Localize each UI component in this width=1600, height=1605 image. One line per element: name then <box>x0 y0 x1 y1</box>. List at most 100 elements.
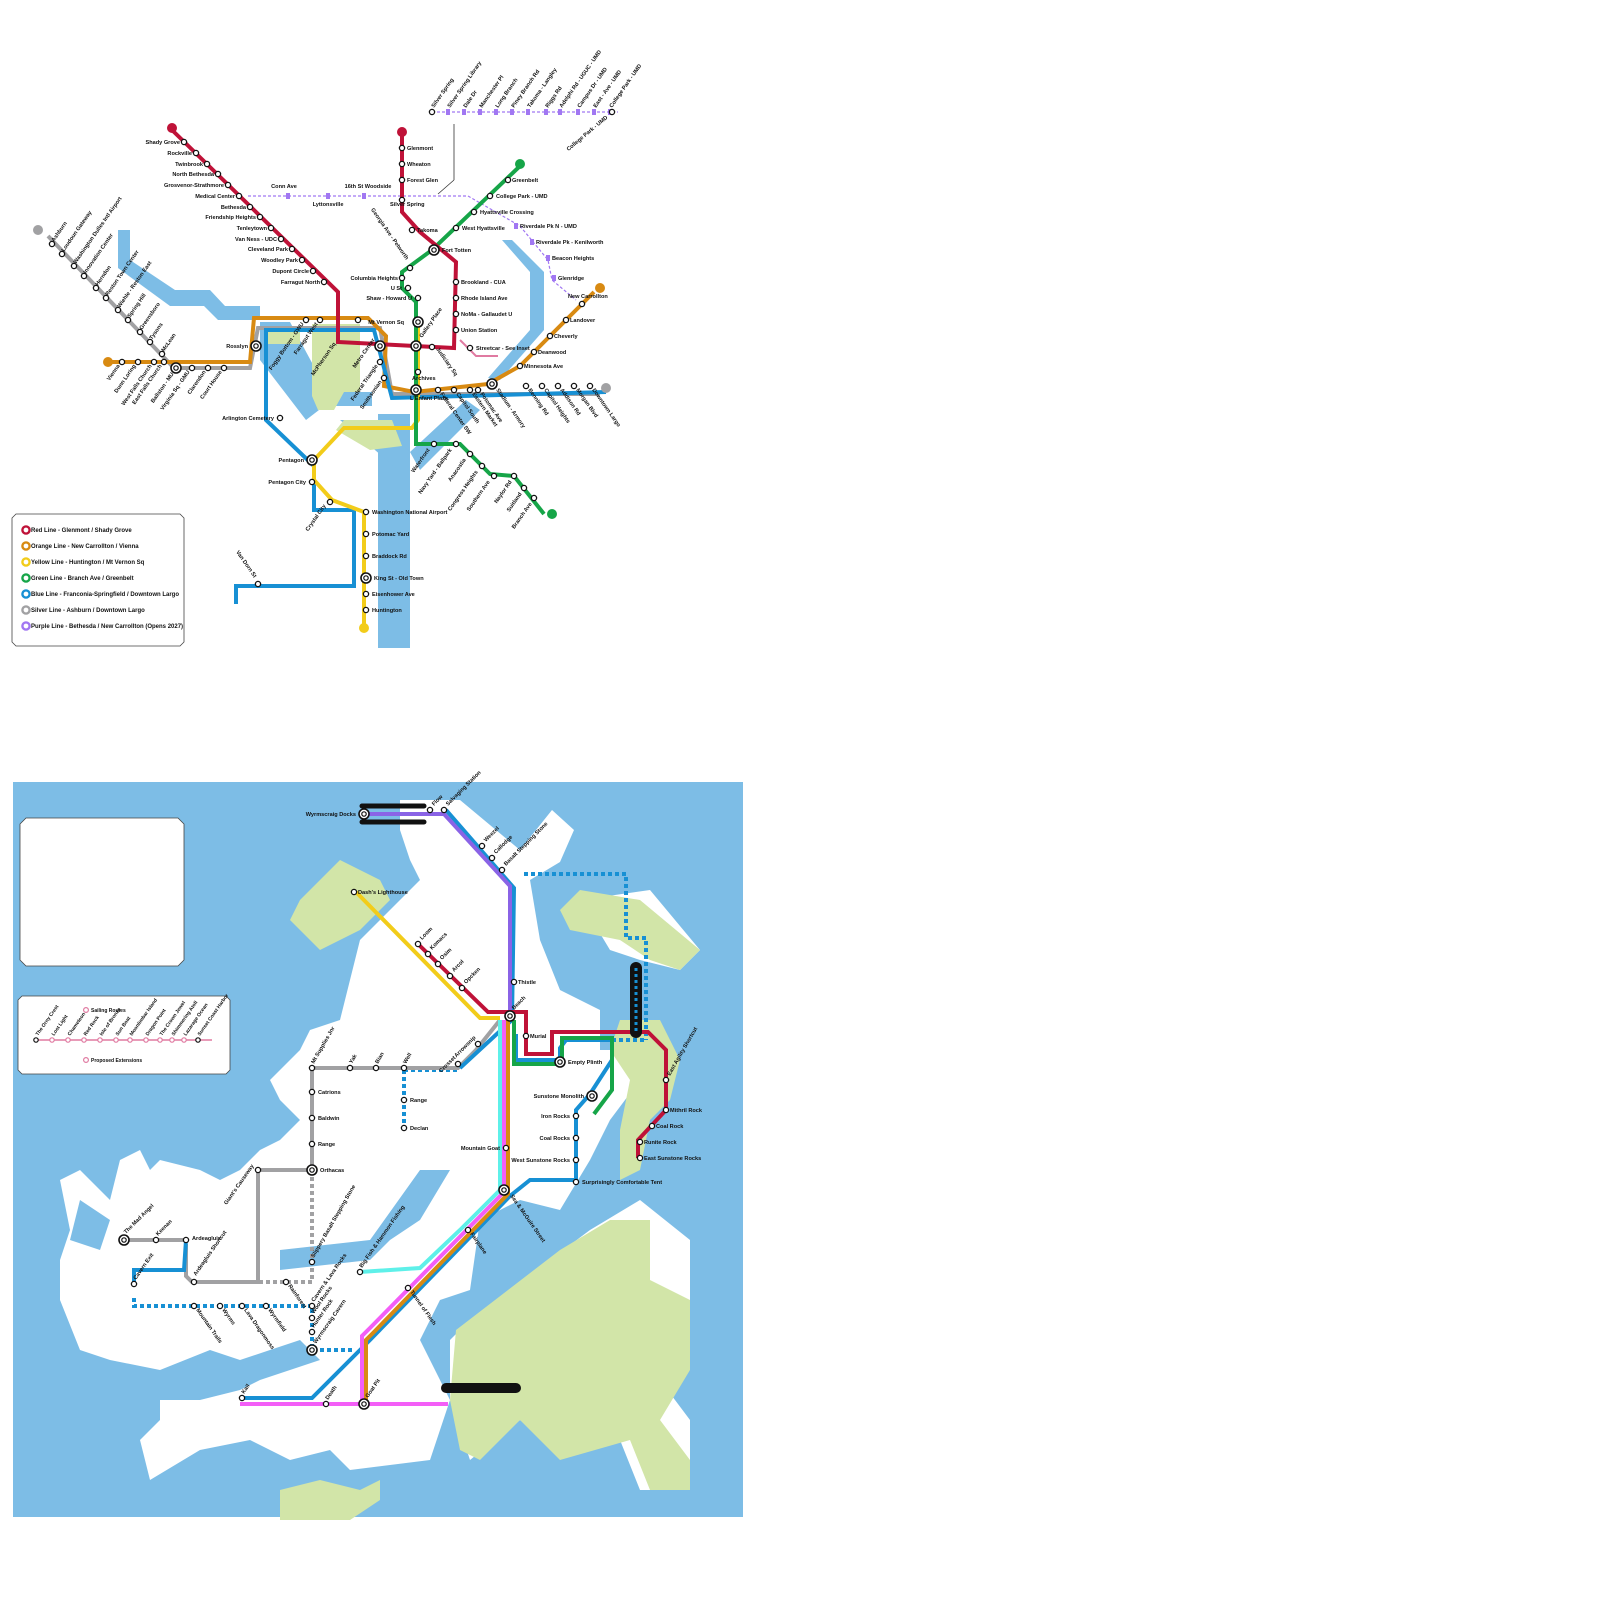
purple-station-tick[interactable] <box>558 109 562 115</box>
station-medical-center[interactable] <box>235 192 243 200</box>
station-morgan-blvd[interactable] <box>570 382 578 390</box>
station-cavern-lava-rocks[interactable] <box>308 1302 316 1310</box>
station-loudoun-gateway[interactable] <box>58 250 66 258</box>
station-declan[interactable] <box>400 1124 408 1132</box>
station-rhode-island-ave[interactable] <box>452 294 460 302</box>
station-dash-s-lighthouse[interactable] <box>350 888 358 896</box>
station-wyrmfield[interactable] <box>262 1302 270 1310</box>
purple-station-tick[interactable] <box>592 109 596 115</box>
station-downtown-largo[interactable] <box>586 382 594 390</box>
station-cleveland-park[interactable] <box>288 245 296 253</box>
station-columbia-heights[interactable] <box>398 274 406 282</box>
station-georgia-ave-petworth[interactable] <box>406 264 414 272</box>
station-well[interactable] <box>400 1064 408 1072</box>
station-brookland-cua[interactable] <box>452 278 460 286</box>
purple-station-tick[interactable] <box>544 109 548 115</box>
station-arrowsnip[interactable] <box>474 1040 482 1048</box>
station-waterfront[interactable] <box>430 440 438 448</box>
station-runite-rock[interactable] <box>636 1138 644 1146</box>
purple-station-tick[interactable] <box>286 193 290 199</box>
station-komacs[interactable] <box>424 950 432 958</box>
station-mithril-rock[interactable] <box>662 1106 670 1114</box>
station-death[interactable] <box>322 1400 330 1408</box>
station-osim[interactable] <box>434 960 442 968</box>
station-wyrms[interactable] <box>216 1302 224 1310</box>
station-court-house[interactable] <box>220 364 228 372</box>
station-foggy-bottom-gwu[interactable] <box>302 316 310 324</box>
station-branch-ave[interactable] <box>530 494 538 502</box>
station-federal-triangle[interactable] <box>376 358 384 366</box>
station-farragut-west[interactable] <box>316 316 324 324</box>
station-takoma[interactable] <box>408 226 416 234</box>
station-dunn-loring[interactable] <box>134 358 142 366</box>
station-reston-town-center[interactable] <box>102 294 110 302</box>
purple-station-tick[interactable] <box>446 109 450 115</box>
station-grosvenor-strathmore[interactable] <box>224 181 232 189</box>
purple-station-tick[interactable] <box>510 109 514 115</box>
purple-station-tick[interactable] <box>494 109 498 115</box>
station-ashburn[interactable] <box>48 240 56 248</box>
station-mountain-goat[interactable] <box>502 1144 510 1152</box>
station-capitol-south[interactable] <box>450 386 458 394</box>
station-pentagon-city[interactable] <box>308 478 316 486</box>
station-minnesota-ave[interactable] <box>516 362 524 370</box>
station-baldwin[interactable] <box>308 1114 316 1122</box>
station-coal-rocks[interactable] <box>572 1134 580 1142</box>
station-bethesda[interactable] <box>246 203 254 211</box>
station-herndon[interactable] <box>92 284 100 292</box>
purple-station-tick[interactable] <box>326 193 330 199</box>
station-eisenhower-ave[interactable] <box>362 590 370 598</box>
station-weezel[interactable] <box>478 842 486 850</box>
station-flow[interactable] <box>426 806 434 814</box>
station-tunnel-of-flesh[interactable] <box>404 1284 412 1292</box>
station-congress-heights[interactable] <box>478 462 486 470</box>
station-ardeagluis[interactable] <box>182 1236 190 1244</box>
station-u-st[interactable] <box>404 284 412 292</box>
station-silver-spring[interactable] <box>398 196 406 204</box>
station-coal-rock[interactable] <box>648 1122 656 1130</box>
station-kail[interactable] <box>238 1394 246 1402</box>
purple-station-tick[interactable] <box>462 109 466 115</box>
station-mcpherson-sq[interactable] <box>354 316 362 324</box>
station-tenleytown[interactable] <box>267 224 275 232</box>
station-iron-rocks[interactable] <box>572 1112 580 1120</box>
station-opcken[interactable] <box>458 984 466 992</box>
station-crosset[interactable] <box>454 1060 462 1068</box>
station-wool-rocks[interactable] <box>308 1314 316 1322</box>
station-twinbrook[interactable] <box>203 160 211 168</box>
station-van-ness-udc[interactable] <box>277 235 285 243</box>
station-greensboro[interactable] <box>136 328 144 336</box>
station-washington-dulles-intl-airport[interactable] <box>70 262 78 270</box>
purple-station[interactable] <box>428 108 436 116</box>
station-dupont-circle[interactable] <box>309 267 317 275</box>
station-fairplane[interactable] <box>464 1226 472 1234</box>
station-arcol[interactable] <box>446 972 454 980</box>
station-east-falls-church[interactable] <box>160 358 168 366</box>
purple-station-tick[interactable] <box>546 255 550 261</box>
station-surprisingly-comfortable-tent[interactable] <box>572 1178 580 1186</box>
purple-station-tick[interactable] <box>478 109 482 115</box>
station-cavern-exit[interactable] <box>130 1280 138 1288</box>
station-big-fish-hammon-fishing[interactable] <box>356 1268 364 1276</box>
station-vienna[interactable] <box>118 358 126 366</box>
station-cheverly[interactable] <box>546 332 554 340</box>
purple-station-tick[interactable] <box>552 275 556 281</box>
station-ardeagluis-shortcut[interactable] <box>190 1278 198 1286</box>
station-college-park-umd[interactable] <box>608 108 616 116</box>
station-addison-rd[interactable] <box>554 382 562 390</box>
station-spring-hill[interactable] <box>124 316 132 324</box>
station-suitland[interactable] <box>520 484 528 492</box>
purple-station-tick[interactable] <box>576 109 580 115</box>
station-federal-center-sw[interactable] <box>434 386 442 394</box>
station-callodge[interactable] <box>488 854 496 862</box>
station-streetcar[interactable] <box>466 344 474 352</box>
station-yak[interactable] <box>346 1064 354 1072</box>
station-forest-glen[interactable] <box>398 176 406 184</box>
station-mclean[interactable] <box>158 350 166 358</box>
station-slippery-basalt-stepping-stone[interactable] <box>308 1258 316 1266</box>
station-potomac-yard[interactable] <box>362 530 370 538</box>
purple-station-tick[interactable] <box>514 223 518 229</box>
station-lava-dragonmoss[interactable] <box>238 1302 246 1310</box>
station-anacostia[interactable] <box>466 450 474 458</box>
station-navy-yard-ballpark[interactable] <box>452 440 460 448</box>
